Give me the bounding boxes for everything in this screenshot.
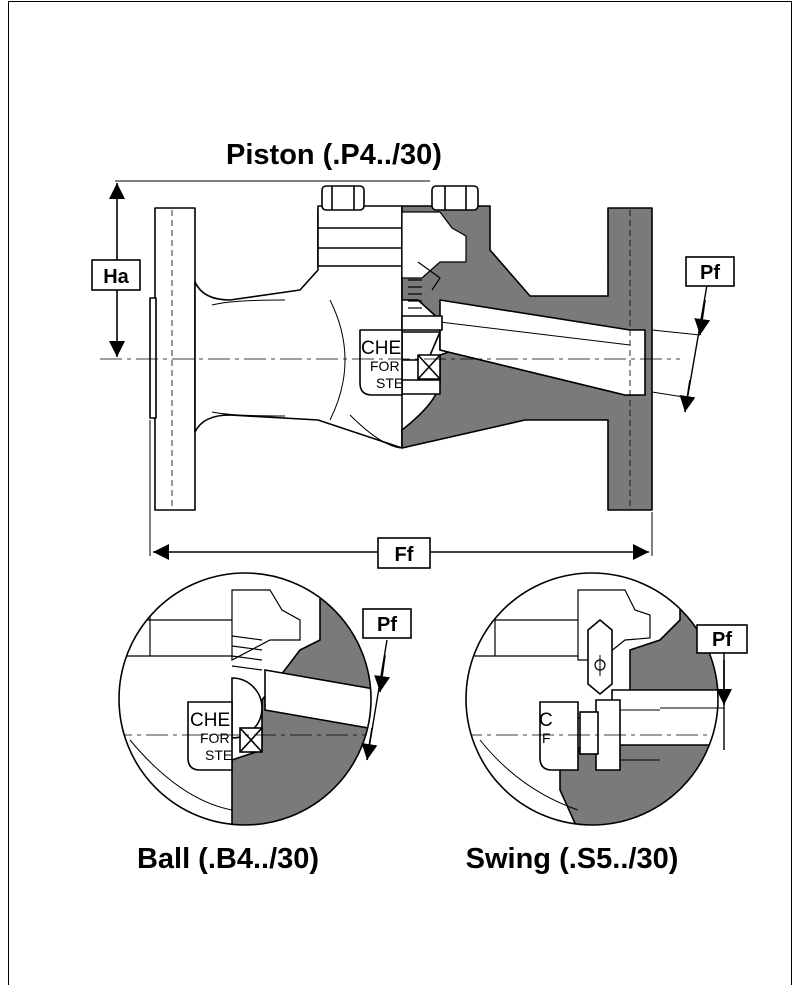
swing-title: Swing (.S5../30) xyxy=(466,843,679,875)
bonnet-nut-right xyxy=(431,185,479,211)
casting-text-2: FOR xyxy=(370,358,400,374)
left-flange-face xyxy=(149,297,157,419)
bonnet-left xyxy=(317,205,403,267)
ball-spring xyxy=(231,635,263,671)
ball-casting-3: STE xyxy=(205,747,232,763)
ha-label-box xyxy=(91,259,141,291)
ball-detail xyxy=(119,573,371,825)
piston-valve-section xyxy=(149,185,653,511)
casting-text-3: STE xyxy=(376,375,403,391)
ball-title: Ball (.B4../30) xyxy=(137,843,319,875)
piston-spring xyxy=(408,279,422,309)
ff-label: Ff xyxy=(395,544,414,566)
piston-disc xyxy=(401,315,443,331)
pf-ball-label-box xyxy=(362,608,412,639)
pf-swing-dimension xyxy=(660,652,732,750)
pf-piston-label: Pf xyxy=(700,262,720,284)
ha-label: Ha xyxy=(103,266,129,288)
pf-ball-label: Pf xyxy=(377,614,397,636)
drawing-frame xyxy=(8,1,792,985)
ff-label-box xyxy=(377,537,431,569)
ball-casting-2: FOR xyxy=(200,730,230,746)
pf-swing-label-box xyxy=(696,624,748,654)
casting-text-1: CHE xyxy=(361,338,401,359)
pf-swing-label: Pf xyxy=(712,629,732,651)
casting-plate xyxy=(359,329,403,396)
ball-casting-1: CHE xyxy=(190,710,230,731)
swing-casting-2: F xyxy=(542,730,551,746)
swing-casting-1: C xyxy=(539,710,553,731)
bonnet-nut-left xyxy=(321,185,365,211)
pf-piston-label-box xyxy=(685,256,735,287)
swing-detail xyxy=(466,573,718,825)
pf-ball-dimension xyxy=(361,639,391,761)
piston-title: Piston (.P4../30) xyxy=(226,139,442,171)
ball-detail-circle xyxy=(118,572,372,826)
pf-piston-dimension xyxy=(651,284,711,413)
